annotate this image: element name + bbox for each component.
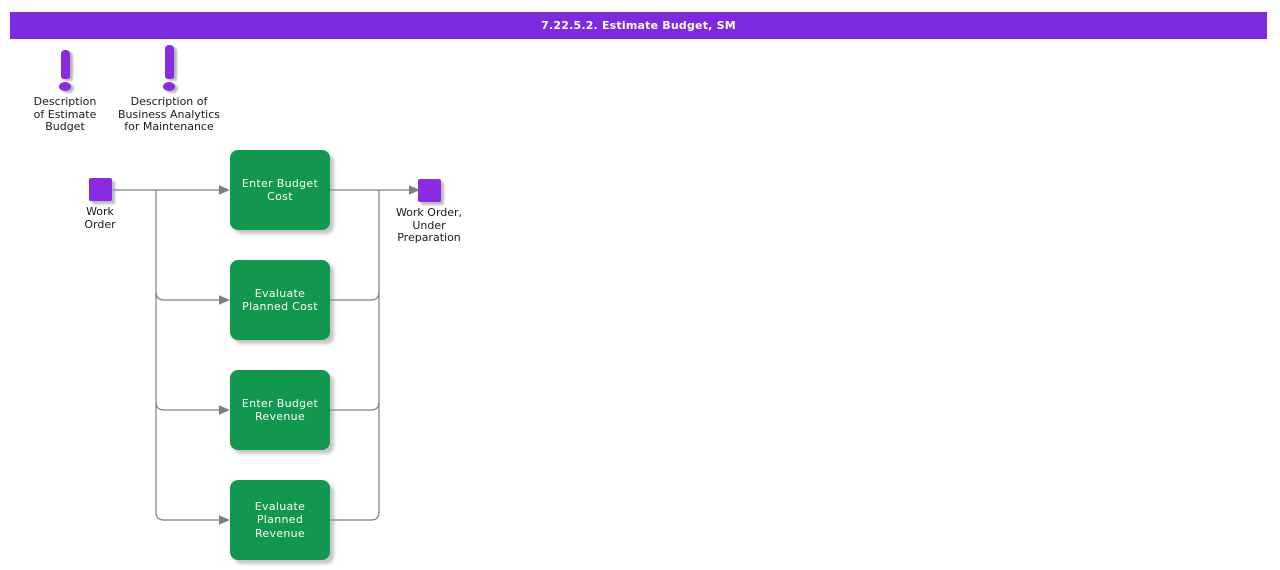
step-evaluate-planned-revenue[interactable]: Evaluate Planned Revenue xyxy=(230,480,330,560)
step-enter-budget-revenue[interactable]: Enter Budget Revenue xyxy=(230,370,330,450)
step-evaluate-planned-cost[interactable]: Evaluate Planned Cost xyxy=(230,260,330,340)
arrowhead-step2 xyxy=(219,295,230,305)
connector-branch-rail-left xyxy=(155,190,220,521)
page-title: 7.22.5.2. Estimate Budget, SM xyxy=(541,19,736,32)
connector-step4-out xyxy=(330,511,380,521)
note-label: Description of Estimate Budget xyxy=(33,95,97,133)
step-enter-budget-cost[interactable]: Enter Budget Cost xyxy=(230,150,330,230)
exclamation-dot xyxy=(59,82,71,91)
exclamation-dot xyxy=(163,82,175,91)
note-estimate-budget: Description of Estimate Budget xyxy=(19,50,111,134)
arrowhead-step4 xyxy=(219,515,230,525)
start-node-label: Work Order xyxy=(84,205,116,231)
end-node-work-order-under-preparation[interactable]: Work Order, Under Preparation xyxy=(384,179,474,245)
work-order-under-preparation-square[interactable] xyxy=(417,179,441,202)
exclamation-icon[interactable] xyxy=(59,50,71,91)
note-business-analytics: Description of Business Analytics for Ma… xyxy=(113,45,225,134)
exclamation-bar xyxy=(60,50,70,79)
exclamation-icon[interactable] xyxy=(163,45,175,91)
arrowhead-step1 xyxy=(219,185,230,195)
title-bar: 7.22.5.2. Estimate Budget, SM xyxy=(10,12,1267,39)
connector-step3-out xyxy=(330,401,380,411)
arrowhead-step3 xyxy=(219,405,230,415)
end-node-label: Work Order, Under Preparation xyxy=(395,206,463,244)
connector-branch-step2 xyxy=(155,291,220,301)
connector-step2-out xyxy=(330,291,380,301)
exclamation-bar xyxy=(164,45,174,79)
start-node-work-order[interactable]: Work Order xyxy=(60,178,140,231)
work-order-square[interactable] xyxy=(88,178,112,201)
connector-branch-step3 xyxy=(155,401,220,411)
note-label: Description of Business Analytics for Ma… xyxy=(118,95,220,133)
